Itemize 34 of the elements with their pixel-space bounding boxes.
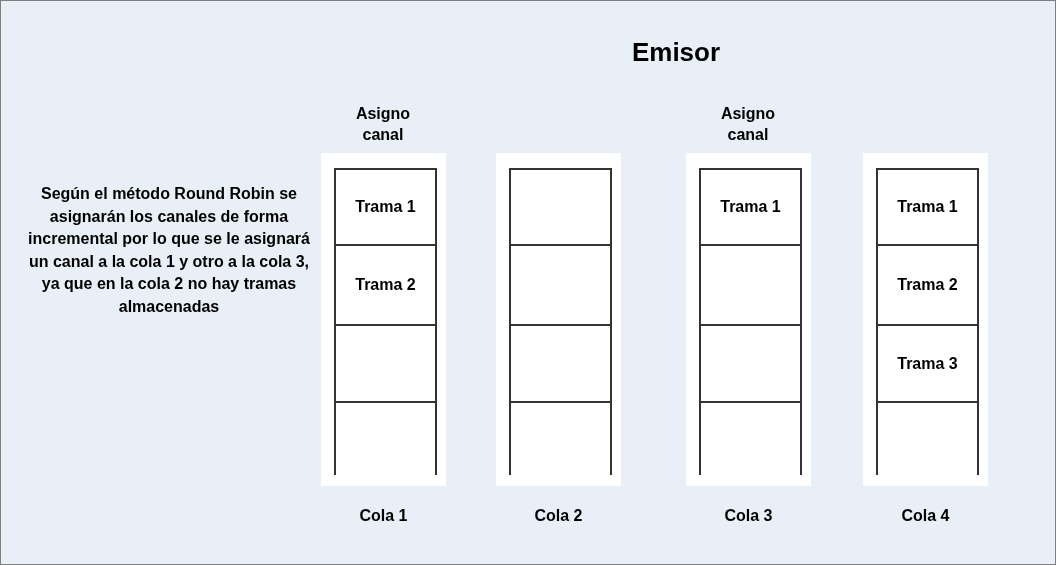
frame-label: Trama 3 [897, 354, 958, 373]
queue-label: Cola 2 [533, 507, 584, 525]
queue-panel [496, 153, 621, 486]
channel-note: Asigno canal [354, 104, 412, 145]
queue-panel [686, 153, 811, 486]
frame-slot [334, 168, 437, 244]
empty-slot [334, 324, 437, 401]
empty-slot [334, 401, 437, 475]
empty-slot [509, 244, 612, 324]
diagram-title: Emisor [630, 37, 722, 68]
empty-slot [876, 401, 979, 475]
queue-panel [863, 153, 988, 486]
frame-label: Trama 1 [897, 198, 958, 216]
frame-label: Trama 2 [355, 276, 416, 294]
queue-label: Cola 1 [358, 507, 409, 525]
frame-label: Trama 1 [355, 198, 416, 216]
queue-panel [321, 153, 446, 486]
frame-slot [699, 168, 802, 244]
queue-label: Cola 4 [900, 507, 951, 525]
frame-slot [876, 324, 979, 401]
frame-label: Trama 1 [720, 198, 781, 216]
queue-label: Cola 3 [723, 507, 774, 525]
empty-slot [699, 244, 802, 324]
frame-slot [876, 244, 979, 324]
empty-slot [509, 324, 612, 401]
empty-slot [509, 401, 612, 475]
channel-note: Asigno canal [719, 104, 777, 145]
frame-slot [876, 168, 979, 244]
empty-slot [699, 324, 802, 401]
note-text: Según el método Round Robin se asignarán los canales de forma incremental por lo que se le asignará un canal a la cola 1 y otro a la cola 3, ya que en la cola 2 no hay tramas almacenadas [27, 184, 311, 317]
empty-slot [699, 401, 802, 475]
frame-label: Trama 2 [897, 276, 958, 294]
frame-slot [334, 244, 437, 324]
empty-slot [509, 168, 612, 244]
